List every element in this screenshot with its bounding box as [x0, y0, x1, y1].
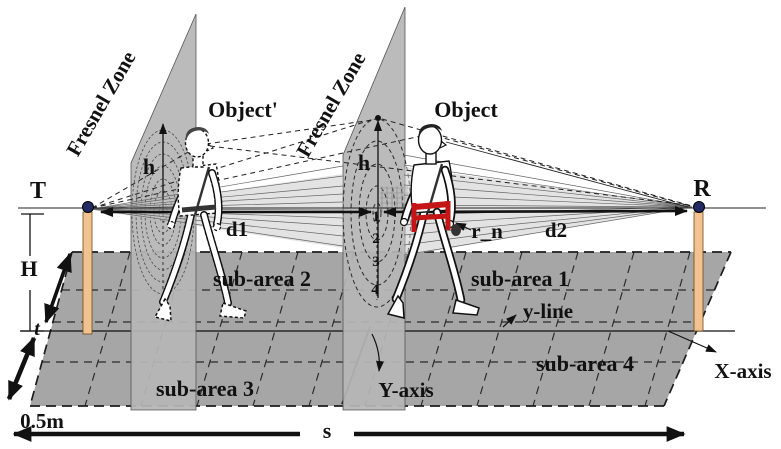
- h-label-right: h: [358, 150, 370, 175]
- d1-label: d1: [226, 217, 248, 241]
- y-line-pointer: [502, 314, 517, 328]
- sub-area-1-label: sub-area 1: [471, 266, 569, 291]
- zone-number-4: 4: [371, 282, 379, 298]
- zone-number-1: 1: [372, 209, 380, 225]
- y-axis-label: Y-axis: [378, 378, 433, 402]
- transmitter-post: [82, 211, 93, 335]
- grid-size-label: 0.5m: [20, 409, 64, 433]
- sub-area-2-label: sub-area 2: [213, 266, 311, 291]
- sub-area-3-label: sub-area 3: [156, 376, 254, 401]
- y-line-label: y-line: [523, 299, 573, 323]
- transmitter-label: T: [30, 178, 46, 204]
- d2-label: d2: [545, 218, 567, 242]
- zone-number-2: 2: [372, 231, 380, 247]
- y-axis-pointer: [371, 333, 385, 372]
- object-prime-figure: [153, 127, 247, 322]
- apex-dot: [375, 115, 381, 121]
- rn-label: r_n: [471, 219, 503, 243]
- x-axis-label: X-axis: [714, 359, 771, 383]
- object-label: Object: [434, 97, 498, 122]
- grid-size-arrow: [6, 336, 37, 401]
- rn-pointer: [455, 222, 472, 231]
- height-measure: [21, 213, 44, 332]
- object-prime-label: Object': [208, 97, 278, 122]
- transmitter-node: [82, 201, 94, 213]
- rn-width-marker: [411, 201, 451, 232]
- object-figure: [386, 124, 480, 319]
- receiver-node: [693, 201, 705, 213]
- scatter-rays: [91, 118, 693, 209]
- receiver-post: [693, 211, 704, 332]
- sub-area-4-label: sub-area 4: [536, 351, 634, 376]
- span-label: s: [323, 418, 332, 443]
- x-axis-pointer: [667, 330, 717, 353]
- h-label-left: h: [143, 154, 155, 179]
- t-label: t: [34, 318, 41, 340]
- fresnel-zone-label-left: Fresnel Zone: [61, 47, 140, 160]
- tilt-arrow: [44, 252, 72, 324]
- receiver-label: R: [693, 176, 711, 202]
- height-label: H: [20, 256, 37, 281]
- zone-number-3: 3: [372, 254, 380, 270]
